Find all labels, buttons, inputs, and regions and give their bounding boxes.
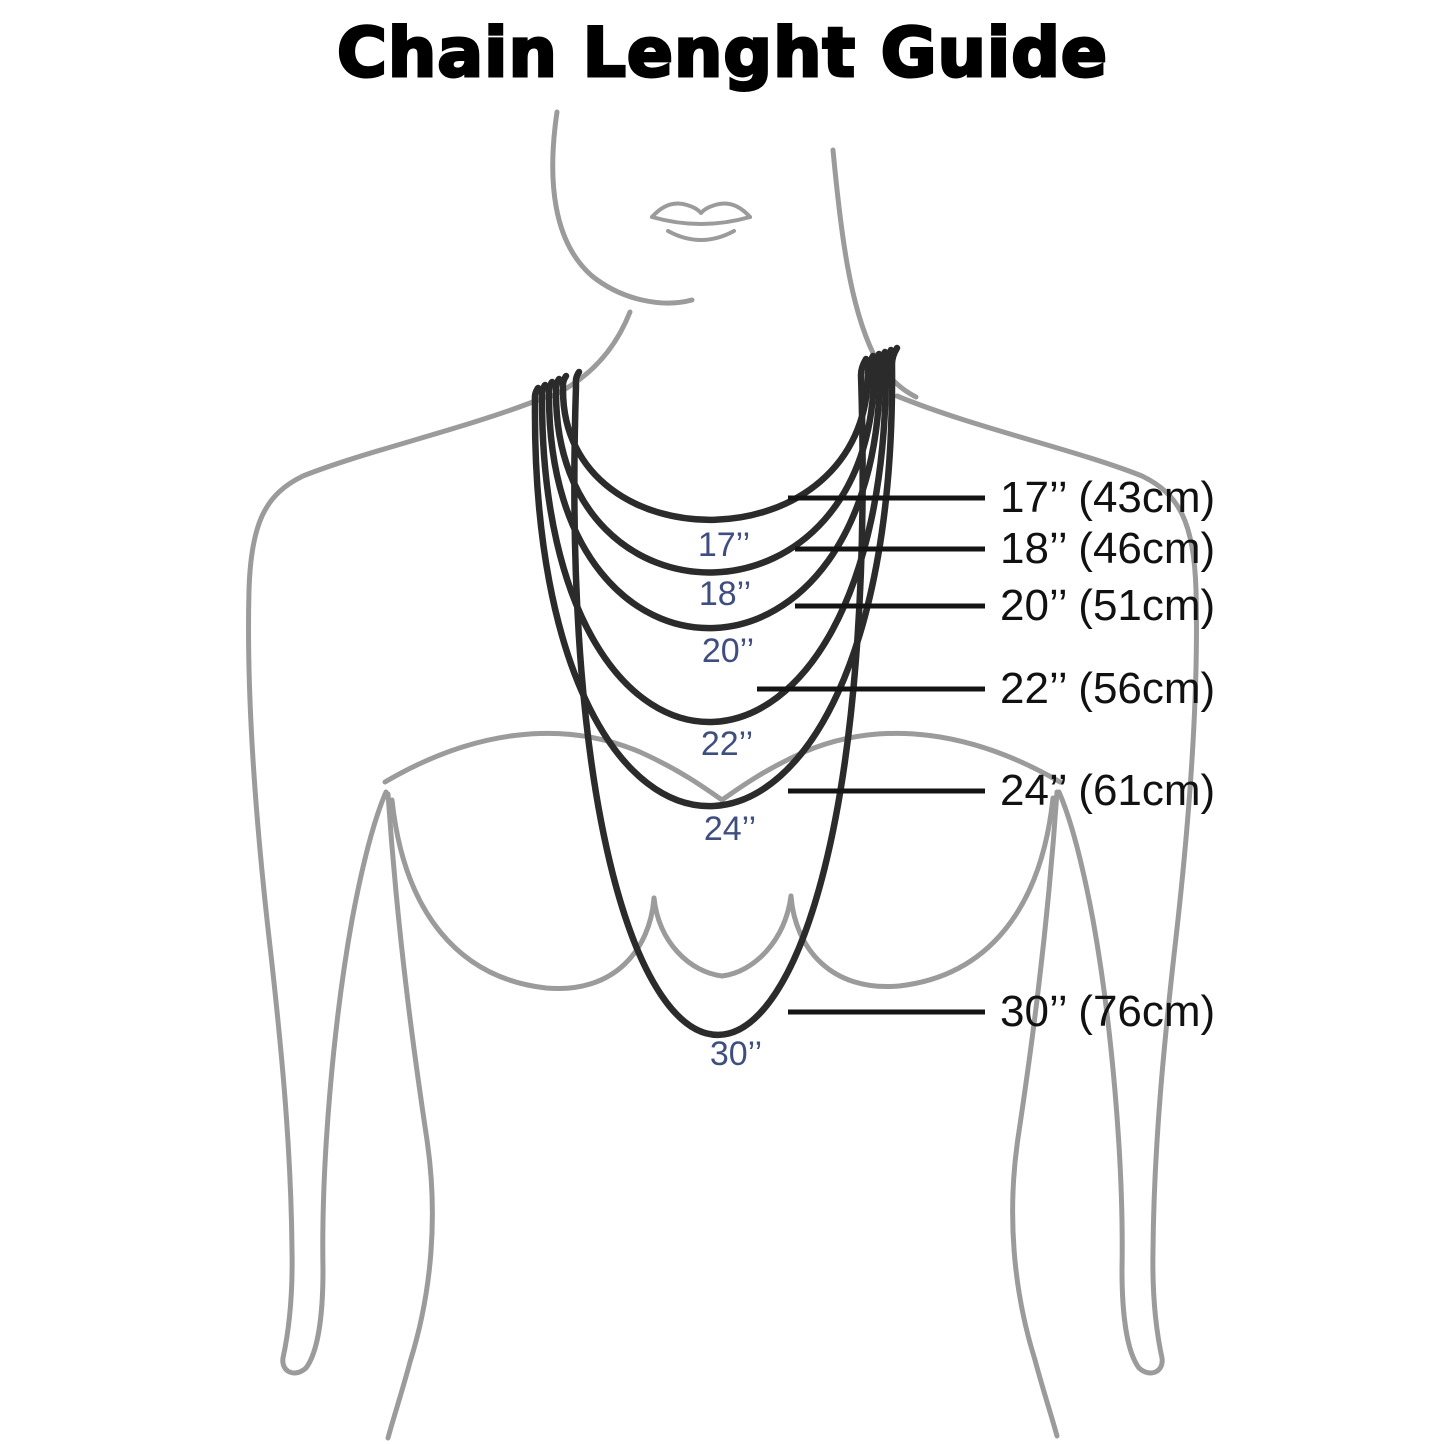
size-labels: 17’’ (43cm) 18’’ (46cm) 20’’ (51cm) 22’’… [1000, 473, 1215, 1036]
left-torso-side [385, 791, 435, 1441]
size-label-17in: 17’’ (43cm) [1000, 473, 1215, 522]
chain-17in [559, 352, 877, 523]
size-label-24in: 24’’ (61cm) [1000, 766, 1215, 815]
right-shoulder-arm [894, 393, 1199, 1376]
size-label-30in: 30’’ (76cm) [1000, 987, 1215, 1036]
chain-20in [545, 348, 889, 632]
lower-lip [666, 229, 736, 242]
right-breast-curve [788, 795, 1056, 990]
leader-lines [757, 495, 985, 1015]
size-label-18in: 18’’ (46cm) [1000, 524, 1215, 573]
inner-label-24in: 24’’ [704, 810, 756, 848]
size-label-20in: 20’’ (51cm) [1000, 581, 1215, 630]
chain-18in [552, 350, 883, 576]
lip-line [650, 215, 752, 226]
inner-label-18in: 18’’ [699, 575, 751, 613]
cleavage-curve [651, 893, 794, 979]
inner-label-30in: 30’’ [710, 1035, 762, 1073]
chain-22in [538, 346, 895, 726]
chain-30in [571, 355, 870, 1039]
chain-24in [531, 344, 901, 810]
inner-label-22in: 22’’ [701, 725, 753, 763]
inner-label-17in: 17’’ [698, 526, 750, 564]
left-shoulder-arm [246, 393, 551, 1376]
upper-lip [650, 201, 752, 219]
inner-size-labels: 17’’ 18’’ 20’’ 22’’ 24’’ 30’’ [698, 526, 762, 1073]
bust-neckline [382, 730, 1063, 803]
page-title: Chain Lenght Guide [335, 13, 1109, 95]
lips [650, 201, 752, 242]
left-breast-curve [389, 797, 657, 992]
face-left-outline [550, 109, 695, 306]
right-torso-side [1010, 789, 1060, 1439]
size-label-22in: 22’’ (56cm) [1000, 664, 1215, 713]
necklace-chains [531, 344, 901, 1039]
inner-label-20in: 20’’ [702, 632, 754, 670]
